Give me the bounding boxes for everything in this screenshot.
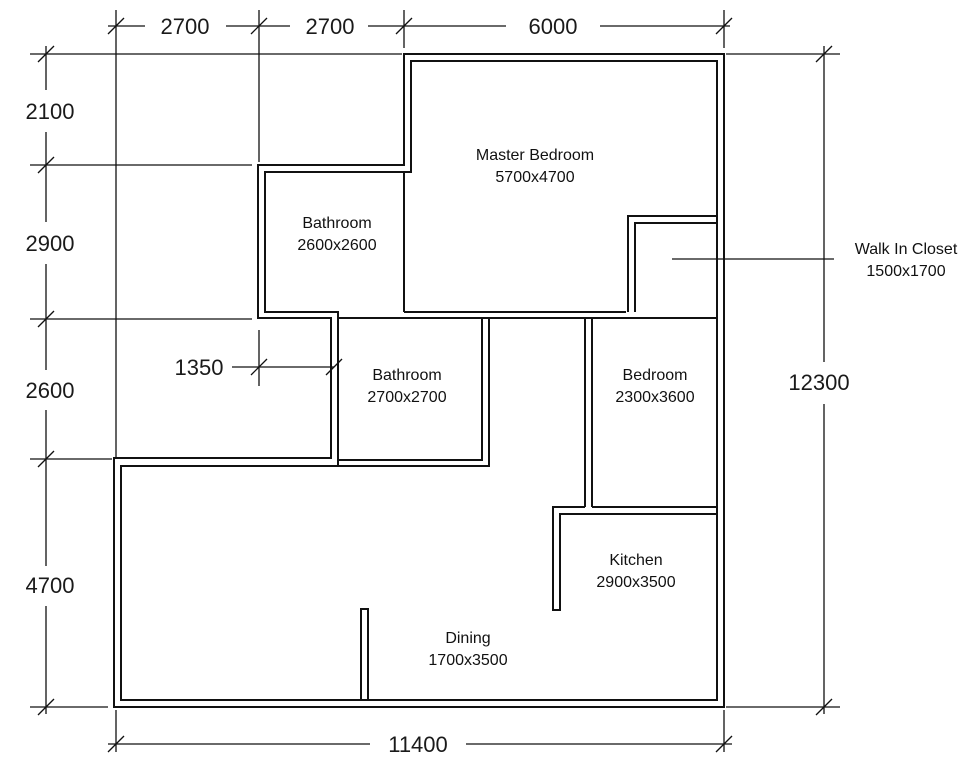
- room-labels: Master Bedroom 5700x4700 Bathroom 2600x2…: [297, 147, 957, 669]
- dim-left-3: 2600: [26, 378, 75, 403]
- room-kitchen-size: 2900x3500: [596, 574, 675, 591]
- room-walk-in-closet-size: 1500x1700: [866, 263, 945, 280]
- dim-top-3: 6000: [529, 14, 578, 39]
- dim-left-2: 2900: [26, 231, 75, 256]
- room-kitchen-name: Kitchen: [609, 552, 662, 569]
- dimension-lines: [30, 10, 840, 753]
- room-walk-in-closet-name: Walk In Closet: [855, 241, 958, 258]
- room-bedroom-size: 2300x3600: [615, 389, 694, 406]
- room-bathroom-upper-name: Bathroom: [302, 215, 371, 232]
- dim-bottom-total: 11400: [388, 732, 448, 757]
- walls: [113, 53, 725, 708]
- room-bedroom-name: Bedroom: [623, 367, 688, 384]
- room-master-bedroom-name: Master Bedroom: [476, 147, 594, 164]
- room-dining-name: Dining: [445, 630, 490, 647]
- dim-inner: 1350: [175, 355, 224, 380]
- room-master-bedroom-size: 5700x4700: [495, 169, 574, 186]
- dim-right-total: 12300: [788, 370, 849, 395]
- dim-top-1: 2700: [161, 14, 210, 39]
- room-bathroom-lower-size: 2700x2700: [367, 389, 446, 406]
- dim-top-2: 2700: [306, 14, 355, 39]
- room-bathroom-upper-size: 2600x2600: [297, 237, 376, 254]
- dim-left-4: 4700: [26, 573, 75, 598]
- dim-left-1: 2100: [26, 99, 75, 124]
- room-bathroom-lower-name: Bathroom: [372, 367, 441, 384]
- room-dining-size: 1700x3500: [428, 652, 507, 669]
- dimension-labels: 2700 2700 6000 2100 2900 2600 4700 11400…: [26, 14, 850, 757]
